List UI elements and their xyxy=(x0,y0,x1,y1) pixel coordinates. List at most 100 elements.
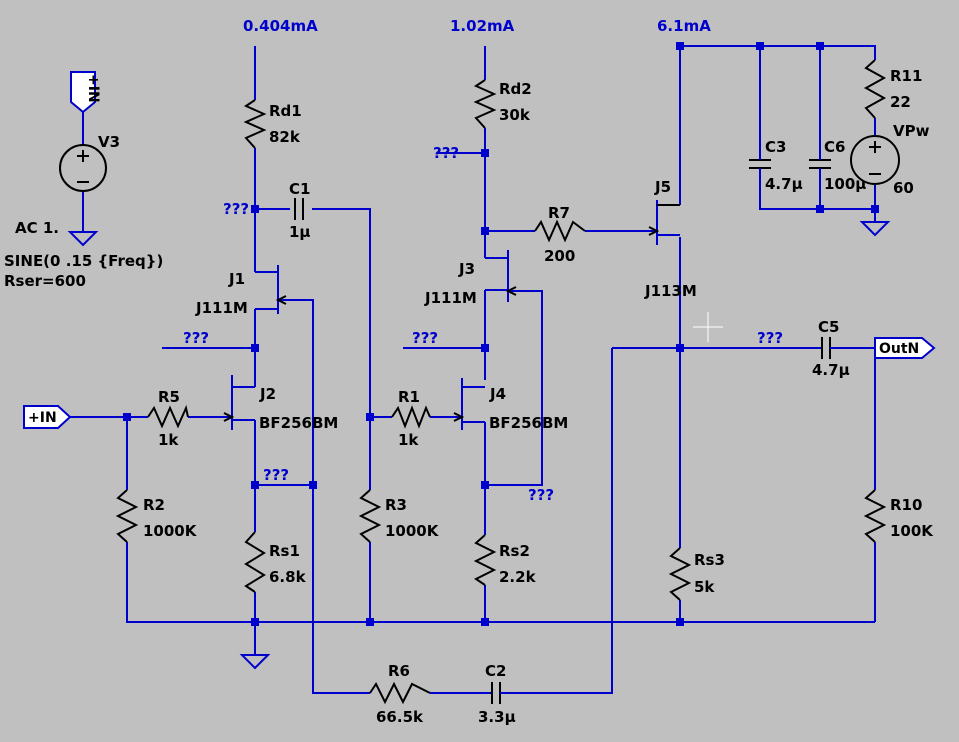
vpw-value: 60 xyxy=(893,179,914,197)
c2-value: 3.3µ xyxy=(478,708,516,726)
unknown-label-6: ??? xyxy=(528,486,554,504)
rs3-value: 5k xyxy=(694,578,715,596)
vpw-name: VPw xyxy=(893,122,930,140)
rd2-name: Rd2 xyxy=(499,80,532,98)
port-in-left-label: +IN xyxy=(28,410,57,426)
c6-name: C6 xyxy=(824,138,845,156)
resistor-r11 xyxy=(863,59,887,119)
r3-value: 1000K xyxy=(385,522,440,540)
crosshair-cursor-icon xyxy=(693,312,723,342)
j2-name: J2 xyxy=(259,385,276,403)
port-in-left: +IN xyxy=(23,405,72,429)
ground-icon xyxy=(239,654,271,670)
r2-value: 1000K xyxy=(143,522,198,540)
r6-value: 66.5k xyxy=(376,708,424,726)
j2-model: BF256BM xyxy=(259,414,338,432)
current-label-2: 1.02mA xyxy=(450,17,515,35)
r11-name: R11 xyxy=(890,67,922,85)
c3-name: C3 xyxy=(765,138,786,156)
c1-name: C1 xyxy=(289,180,310,198)
resistor-r2 xyxy=(115,489,139,543)
j4-name: J4 xyxy=(489,385,506,403)
current-label-3: 6.1mA xyxy=(657,17,711,35)
junction-dots xyxy=(123,42,879,626)
voltage-source-v3 xyxy=(59,144,107,192)
ground-icon xyxy=(67,231,99,247)
j1-model: J111M xyxy=(195,299,248,317)
c3-value: 4.7µ xyxy=(765,175,803,193)
resistor-r6 xyxy=(369,681,431,705)
capacitor-c5 xyxy=(821,337,837,359)
resistor-rd1 xyxy=(243,99,267,149)
capacitor-c6 xyxy=(809,150,831,178)
rd2-value: 30k xyxy=(499,106,531,124)
jfet-j2-arrow xyxy=(223,412,235,422)
j4-model: BF256BM xyxy=(489,414,568,432)
rd1-name: Rd1 xyxy=(269,102,302,120)
r10-name: R10 xyxy=(890,496,922,514)
r11-value: 22 xyxy=(890,93,911,111)
wires xyxy=(70,45,876,694)
r7-name: R7 xyxy=(548,204,570,222)
jfet-j3-arrow xyxy=(505,286,517,296)
r1-value: 1k xyxy=(398,431,419,449)
resistor-rs2 xyxy=(473,534,497,586)
c5-value: 4.7µ xyxy=(812,361,850,379)
c1-value: 1µ xyxy=(289,223,310,241)
resistor-r7 xyxy=(534,219,586,243)
unknown-label-2: ??? xyxy=(433,144,459,162)
j3-model: J111M xyxy=(424,289,477,307)
jfet-j4-arrow xyxy=(453,412,465,422)
v3-name: V3 xyxy=(98,133,120,151)
r3-name: R3 xyxy=(385,496,407,514)
port-in-vertical: +IN xyxy=(70,71,101,114)
capacitor-c1 xyxy=(294,198,304,220)
v3-ac: AC 1. xyxy=(15,219,59,237)
resistor-r5 xyxy=(147,404,189,429)
resistor-r3 xyxy=(358,489,382,543)
unknown-label-1: ??? xyxy=(223,200,249,218)
rs2-value: 2.2k xyxy=(499,568,537,586)
current-label-1: 0.404mA xyxy=(243,17,318,35)
rs3-name: Rs3 xyxy=(694,551,725,569)
port-out-label: OutN xyxy=(879,341,919,357)
unknown-label-5: ??? xyxy=(263,466,289,484)
capacitor-c3 xyxy=(749,150,771,178)
rs2-name: Rs2 xyxy=(499,542,530,560)
resistor-r10 xyxy=(863,489,887,543)
v3-rser: Rser=600 xyxy=(4,272,86,290)
r5-value: 1k xyxy=(158,431,179,449)
r5-name: R5 xyxy=(158,388,180,406)
j5-model: J113M xyxy=(644,282,697,300)
c2-name: C2 xyxy=(485,662,506,680)
unknown-label-4: ??? xyxy=(412,329,438,347)
r1-name: R1 xyxy=(398,388,420,406)
rs1-name: Rs1 xyxy=(269,542,300,560)
resistor-rs3 xyxy=(668,547,692,601)
port-out: OutN xyxy=(874,337,936,359)
resistor-rd2 xyxy=(473,79,497,129)
jfet-j5-arrow xyxy=(648,226,660,236)
unknown-label-7: ??? xyxy=(757,329,783,347)
rd1-value: 82k xyxy=(269,128,301,146)
j3-name: J3 xyxy=(458,260,475,278)
j1-name: J1 xyxy=(228,270,245,288)
c5-name: C5 xyxy=(818,318,839,336)
r6-name: R6 xyxy=(388,662,410,680)
capacitor-c2 xyxy=(491,682,530,704)
port-in-vertical-label: +IN xyxy=(85,74,101,103)
unknown-label-3: ??? xyxy=(183,329,209,347)
j5-name: J5 xyxy=(654,178,671,196)
r10-value: 100K xyxy=(890,522,934,540)
r7-value: 200 xyxy=(544,247,575,265)
voltage-source-vpw xyxy=(850,135,900,185)
v3-sine: SINE(0 .15 {Freq}) xyxy=(4,252,163,270)
jfet-j1-arrow xyxy=(275,295,287,305)
c6-value: 100µ xyxy=(824,175,866,193)
r2-name: R2 xyxy=(143,496,165,514)
rs1-value: 6.8k xyxy=(269,568,307,586)
ground-icon xyxy=(859,221,891,237)
resistor-r1 xyxy=(391,405,431,429)
resistor-rs1 xyxy=(244,531,266,593)
